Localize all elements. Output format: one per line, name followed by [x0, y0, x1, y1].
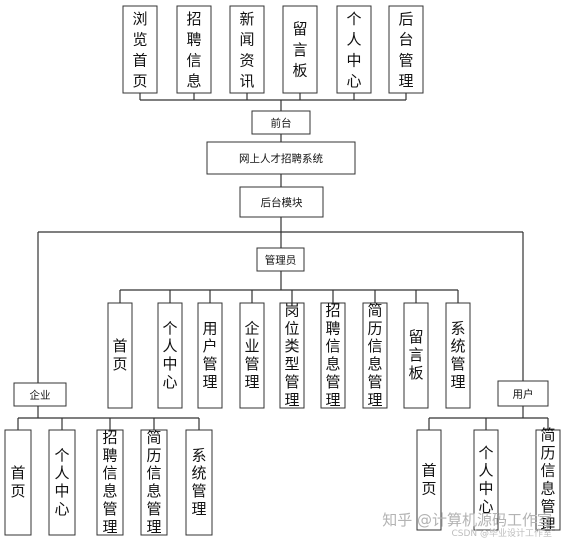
user-item-personal-center: 个人中心 [473, 429, 499, 531]
top-page-news: 新闻资讯 [229, 5, 265, 94]
admin-item-message-board-label: 留言板 [408, 328, 423, 382]
top-page-message-board: 留言板 [282, 5, 318, 94]
backend-node-label: 后台模块 [261, 196, 303, 209]
top-page-browse-home-box [122, 5, 158, 94]
company-node-box [13, 382, 67, 407]
company-item-resume-manage-label: 简历信息管理 [146, 428, 161, 536]
admin-node-box [256, 247, 305, 272]
user-node-label: 用户 [513, 387, 534, 400]
admin-item-resume-manage-box [362, 302, 388, 409]
admin-item-home-label: 首页 [112, 337, 127, 373]
admin-item-user-manage-label: 用户管理 [202, 319, 217, 391]
company-item-system-manage-box [185, 429, 213, 536]
admin-item-job-type-manage-label: 岗位类型管理 [284, 301, 299, 409]
top-page-personal-center-box [336, 5, 372, 94]
user-item-personal-center-box [473, 429, 499, 531]
admin-item-user-manage-box [197, 302, 223, 409]
admin-item-system-manage-box [445, 302, 471, 409]
top-page-news-box [229, 5, 265, 94]
diagram-nodes: 浏览首页招聘信息新闻资讯留言板个人中心后台管理前台网上人才招聘系统后台模块管理员… [4, 5, 561, 536]
top-page-browse-home: 浏览首页 [122, 5, 158, 94]
backend-node: 后台模块 [239, 186, 324, 218]
top-page-personal-center: 个人中心 [336, 5, 372, 94]
company-item-home-box [4, 429, 32, 536]
admin-item-personal-center-label: 个人中心 [162, 319, 177, 391]
user-item-home: 首页 [416, 429, 442, 531]
system-node-label: 网上人才招聘系统 [239, 152, 323, 165]
admin-item-system-manage-label: 系统管理 [450, 319, 465, 391]
top-page-backend-manage-box [388, 5, 424, 94]
company-item-job-info-manage: 招聘信息管理 [96, 428, 124, 536]
top-page-personal-center-label: 个人中心 [346, 10, 361, 90]
admin-node: 管理员 [256, 247, 305, 272]
admin-item-resume-manage: 简历信息管理 [362, 301, 388, 409]
admin-item-user-manage: 用户管理 [197, 302, 223, 409]
top-page-browse-home-label: 浏览首页 [132, 10, 147, 90]
user-item-resume-manage-label: 简历信息管理 [540, 426, 555, 534]
company-node: 企业 [13, 382, 67, 407]
company-item-home: 首页 [4, 429, 32, 536]
company-item-system-manage-label: 系统管理 [191, 446, 206, 518]
user-item-personal-center-label: 个人中心 [478, 444, 493, 516]
admin-item-message-board-box [403, 302, 429, 409]
company-node-label: 企业 [30, 388, 51, 401]
user-node-box [497, 380, 549, 407]
top-page-backend-manage-label: 后台管理 [398, 10, 413, 90]
user-item-home-box [416, 429, 442, 531]
company-item-home-label: 首页 [10, 464, 25, 500]
system-node-box [206, 141, 356, 175]
company-item-resume-manage-box [140, 429, 168, 536]
top-page-job-info: 招聘信息 [176, 5, 212, 94]
admin-item-home-box [107, 302, 133, 409]
admin-item-system-manage: 系统管理 [445, 302, 471, 409]
admin-item-job-type-manage-box [279, 302, 305, 409]
company-item-personal-center-box [48, 429, 76, 536]
company-item-resume-manage: 简历信息管理 [140, 428, 168, 536]
company-item-personal-center: 个人中心 [48, 429, 76, 536]
admin-node-label: 管理员 [265, 253, 297, 266]
admin-item-company-manage: 企业管理 [239, 302, 265, 409]
front-node-box [251, 110, 311, 135]
admin-item-company-manage-label: 企业管理 [244, 319, 259, 391]
admin-item-message-board: 留言板 [403, 302, 429, 409]
admin-item-personal-center-box [157, 302, 183, 409]
admin-item-company-manage-box [239, 302, 265, 409]
system-node: 网上人才招聘系统 [206, 141, 356, 175]
company-item-job-info-manage-box [96, 429, 124, 536]
company-item-system-manage: 系统管理 [185, 429, 213, 536]
user-item-home-label: 首页 [421, 462, 436, 498]
front-node-label: 前台 [271, 116, 292, 129]
admin-item-job-info-manage-box [320, 302, 346, 409]
connector-lines [17, 93, 549, 430]
top-page-news-label: 新闻资讯 [239, 10, 254, 90]
user-item-resume-manage-box [535, 429, 561, 531]
user-node: 用户 [497, 380, 549, 407]
top-page-message-board-label: 留言板 [292, 20, 307, 79]
company-item-job-info-manage-label: 招聘信息管理 [102, 428, 117, 536]
admin-item-job-info-manage-label: 招聘信息管理 [325, 301, 340, 409]
admin-item-job-info-manage: 招聘信息管理 [320, 301, 346, 409]
admin-item-personal-center: 个人中心 [157, 302, 183, 409]
top-page-job-info-label: 招聘信息 [186, 10, 201, 90]
front-node: 前台 [251, 110, 311, 135]
top-page-job-info-box [176, 5, 212, 94]
top-page-message-board-box [282, 5, 318, 94]
backend-node-box [239, 186, 324, 218]
admin-item-job-type-manage: 岗位类型管理 [279, 301, 305, 409]
admin-item-resume-manage-label: 简历信息管理 [367, 301, 382, 409]
company-item-personal-center-label: 个人中心 [54, 446, 69, 518]
user-item-resume-manage: 简历信息管理 [535, 426, 561, 534]
admin-item-home: 首页 [107, 302, 133, 409]
top-page-backend-manage: 后台管理 [388, 5, 424, 94]
